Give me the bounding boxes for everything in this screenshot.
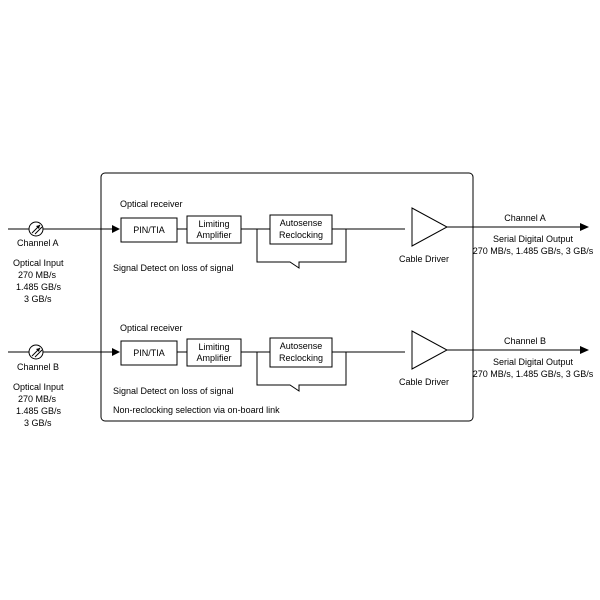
channel-b-signal-detect: Signal Detect on loss of signal (113, 386, 234, 396)
channel-b-cable-driver-triangle (411, 330, 449, 370)
channel-b-input-desc-0: Optical Input (13, 382, 64, 392)
channel-a-input-desc-3: 3 GB/s (24, 294, 52, 304)
channel-a-input-desc-1: 270 MB/s (18, 270, 57, 280)
channel-b-pin-tia-label: PIN/TIA (133, 348, 165, 358)
channel-b-autosense-1: Reclocking (279, 353, 323, 363)
channel-b-autosense-box (269, 337, 333, 368)
channel-a-optical-connector-icon (28, 221, 44, 237)
channel-b-limiting-1: Amplifier (196, 353, 231, 363)
channel-b-pin-tia-box (120, 340, 178, 366)
channel-b-limiting-0: Limiting (198, 342, 229, 352)
channel-a-output-arrow (580, 223, 589, 231)
channel-b-output-desc-1: 270 MB/s, 1.485 GB/s, 3 GB/s (473, 369, 594, 379)
module-enclosure (100, 172, 474, 422)
channel-b-input-desc-3: 3 GB/s (24, 418, 52, 428)
channel-b-input-desc-1: 270 MB/s (18, 394, 57, 404)
channel-a-limiting-0: Limiting (198, 219, 229, 229)
channel-a-input-desc-2: 1.485 GB/s (16, 282, 62, 292)
channel-b-input-arrow (112, 348, 120, 356)
channel-a-pin-tia-box (120, 217, 178, 243)
channel-b-input-desc-2: 1.485 GB/s (16, 406, 62, 416)
channel-a-autosense-1: Reclocking (279, 230, 323, 240)
channel-a-bypass-switch (256, 229, 347, 269)
channel-a-limiting-1: Amplifier (196, 230, 231, 240)
channel-b-path: Channel B Optical Input 270 MB/s 1.485 G… (8, 323, 594, 428)
channel-a-output-name: Channel A (504, 213, 546, 223)
channel-a-cable-driver-label: Cable Driver (399, 254, 449, 264)
channel-a-cable-driver-triangle (411, 207, 449, 247)
channel-a-pin-tia-label: PIN/TIA (133, 225, 165, 235)
channel-a-path: Channel A Optical Input 270 MB/s 1.485 G… (8, 199, 594, 304)
channel-b-output-desc-0: Serial Digital Output (493, 357, 574, 367)
channel-b-bypass-switch (256, 352, 347, 392)
channel-b-receiver-label: Optical receiver (120, 323, 183, 333)
channel-b-input-name: Channel B (17, 362, 59, 372)
channel-b-output-name: Channel B (504, 336, 546, 346)
footer-note: Non-reclocking selection via on-board li… (113, 405, 280, 415)
channel-a-receiver-label: Optical receiver (120, 199, 183, 209)
channel-b-optical-connector-icon (28, 344, 44, 360)
channel-b-autosense-0: Autosense (280, 341, 323, 351)
channel-b-output-arrow (580, 346, 589, 354)
channel-a-output-desc-0: Serial Digital Output (493, 234, 574, 244)
channel-b-cable-driver-label: Cable Driver (399, 377, 449, 387)
channel-a-input-desc-0: Optical Input (13, 258, 64, 268)
channel-a-input-arrow (112, 225, 120, 233)
channel-a-autosense-0: Autosense (280, 218, 323, 228)
channel-a-signal-detect: Signal Detect on loss of signal (113, 263, 234, 273)
channel-a-input-name: Channel A (17, 238, 59, 248)
channel-a-output-desc-1: 270 MB/s, 1.485 GB/s, 3 GB/s (473, 246, 594, 256)
